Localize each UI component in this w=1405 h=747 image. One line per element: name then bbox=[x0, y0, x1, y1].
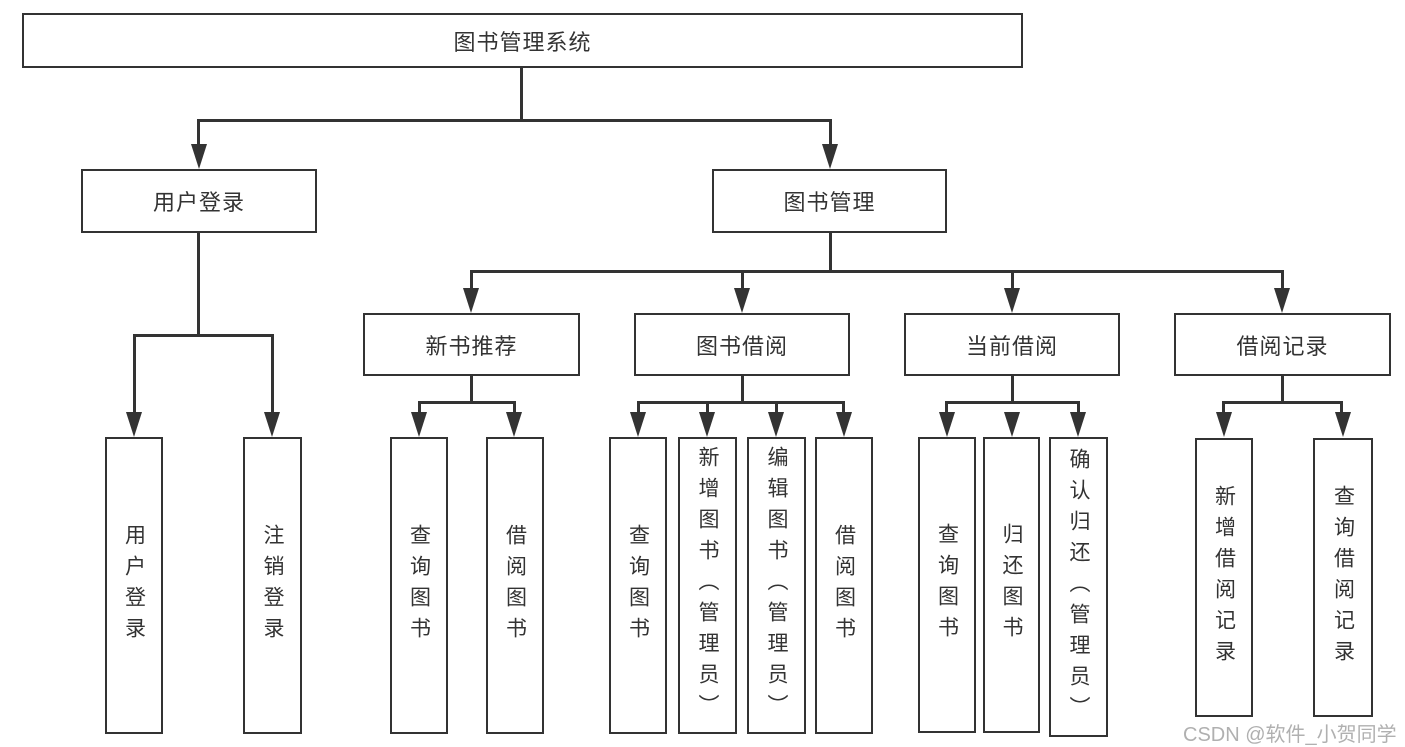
connector-line bbox=[197, 119, 200, 150]
arrow-down bbox=[1335, 412, 1351, 437]
node-new-book-recommend: 新书推荐 bbox=[363, 313, 580, 376]
node-book-management-label: 图书管理 bbox=[783, 190, 876, 215]
node-root: 图书管理系统 bbox=[22, 13, 1023, 68]
leaf-label: 编辑图书（管理员） bbox=[765, 446, 788, 725]
leaf-query-borrow-record: 查询借阅记录 bbox=[1313, 438, 1373, 717]
connector-line bbox=[1281, 270, 1284, 292]
connector-line bbox=[829, 119, 832, 150]
node-user-login-label: 用户登录 bbox=[152, 190, 245, 215]
connector-line bbox=[1340, 401, 1343, 415]
connector-line bbox=[775, 401, 778, 415]
connector-line bbox=[1222, 401, 1225, 415]
leaf-label: 确认归还（管理员） bbox=[1067, 447, 1090, 727]
leaf-return-books: 归还图书 bbox=[983, 437, 1040, 733]
arrow-down bbox=[1274, 288, 1290, 313]
node-borrow-records: 借阅记录 bbox=[1174, 313, 1391, 376]
leaf-query-books-current: 查询图书 bbox=[918, 437, 976, 733]
leaf-edit-books-admin: 编辑图书（管理员） bbox=[747, 437, 806, 734]
node-book-management: 图书管理 bbox=[712, 169, 947, 233]
leaf-label: 注销登录 bbox=[261, 523, 284, 648]
connector-line bbox=[1222, 401, 1343, 404]
connector-line bbox=[842, 401, 845, 415]
connector-line bbox=[1077, 401, 1080, 415]
arrow-down bbox=[734, 288, 750, 313]
arrow-down bbox=[1004, 288, 1020, 313]
connector-line bbox=[706, 401, 709, 415]
node-root-label: 图书管理系统 bbox=[453, 29, 592, 55]
node-borrow-records-label: 借阅记录 bbox=[1236, 333, 1329, 359]
leaf-label: 新增图书（管理员） bbox=[696, 446, 719, 725]
csdn-watermark: CSDN @软件_小贺同学 bbox=[1183, 724, 1397, 746]
arrow-down bbox=[768, 412, 784, 437]
leaf-label: 借阅图书 bbox=[832, 523, 856, 648]
leaf-borrow-books: 借阅图书 bbox=[815, 437, 873, 734]
connector-line bbox=[1011, 270, 1014, 292]
node-current-borrow-label: 当前借阅 bbox=[965, 333, 1058, 359]
node-current-borrow: 当前借阅 bbox=[904, 313, 1120, 376]
arrow-down bbox=[1070, 412, 1086, 437]
leaf-label: 查询图书 bbox=[626, 523, 650, 648]
connector-line bbox=[271, 334, 274, 416]
connector-line bbox=[513, 401, 516, 415]
leaf-user-login: 用户登录 bbox=[105, 437, 163, 734]
leaf-label: 新增借阅记录 bbox=[1212, 484, 1236, 671]
connector-line bbox=[637, 401, 845, 404]
leaf-label: 查询图书 bbox=[407, 523, 431, 648]
connector-line bbox=[133, 334, 136, 416]
leaf-label: 查询借阅记录 bbox=[1331, 484, 1355, 671]
leaf-confirm-return-admin: 确认归还（管理员） bbox=[1049, 437, 1108, 737]
leaf-logout: 注销登录 bbox=[243, 437, 302, 734]
connector-line bbox=[418, 401, 516, 404]
arrow-down bbox=[506, 412, 522, 437]
leaf-label: 归还图书 bbox=[1000, 523, 1023, 647]
connector-line bbox=[741, 376, 744, 404]
leaf-query-books-borrow: 查询图书 bbox=[609, 437, 667, 734]
arrow-down bbox=[822, 144, 838, 169]
connector-line bbox=[133, 334, 274, 337]
leaf-label: 查询图书 bbox=[935, 523, 959, 647]
node-new-book-recommend-label: 新书推荐 bbox=[425, 333, 518, 359]
arrow-down bbox=[939, 412, 955, 437]
arrow-down bbox=[411, 412, 427, 437]
arrow-down bbox=[191, 144, 207, 169]
connector-line bbox=[945, 401, 948, 415]
arrow-down bbox=[1216, 412, 1232, 437]
node-book-borrow: 图书借阅 bbox=[634, 313, 850, 376]
arrow-down bbox=[699, 412, 715, 437]
connector-line bbox=[470, 270, 473, 292]
connector-line bbox=[197, 233, 200, 337]
connector-line bbox=[520, 68, 523, 121]
connector-line bbox=[197, 119, 832, 122]
connector-line bbox=[1011, 376, 1014, 404]
connector-line bbox=[1281, 376, 1284, 404]
connector-line bbox=[829, 233, 832, 272]
connector-line bbox=[418, 401, 421, 415]
arrow-down bbox=[836, 412, 852, 437]
connector-line bbox=[945, 401, 1079, 404]
node-book-borrow-label: 图书借阅 bbox=[695, 333, 788, 359]
connector-line bbox=[470, 376, 473, 404]
leaf-query-books-recommend: 查询图书 bbox=[390, 437, 448, 734]
arrow-down bbox=[463, 288, 479, 313]
leaf-label: 借阅图书 bbox=[503, 523, 527, 648]
arrow-down bbox=[630, 412, 646, 437]
arrow-down bbox=[126, 412, 142, 437]
arrow-down bbox=[264, 412, 280, 437]
leaf-label: 用户登录 bbox=[122, 523, 146, 648]
connector-line bbox=[470, 270, 1284, 273]
connector-line bbox=[741, 270, 744, 292]
arrow-down bbox=[1004, 412, 1020, 437]
connector-line bbox=[637, 401, 640, 415]
leaf-add-borrow-record: 新增借阅记录 bbox=[1195, 438, 1253, 717]
node-user-login: 用户登录 bbox=[81, 169, 317, 233]
leaf-borrow-books-recommend: 借阅图书 bbox=[486, 437, 544, 734]
leaf-add-books-admin: 新增图书（管理员） bbox=[678, 437, 737, 734]
